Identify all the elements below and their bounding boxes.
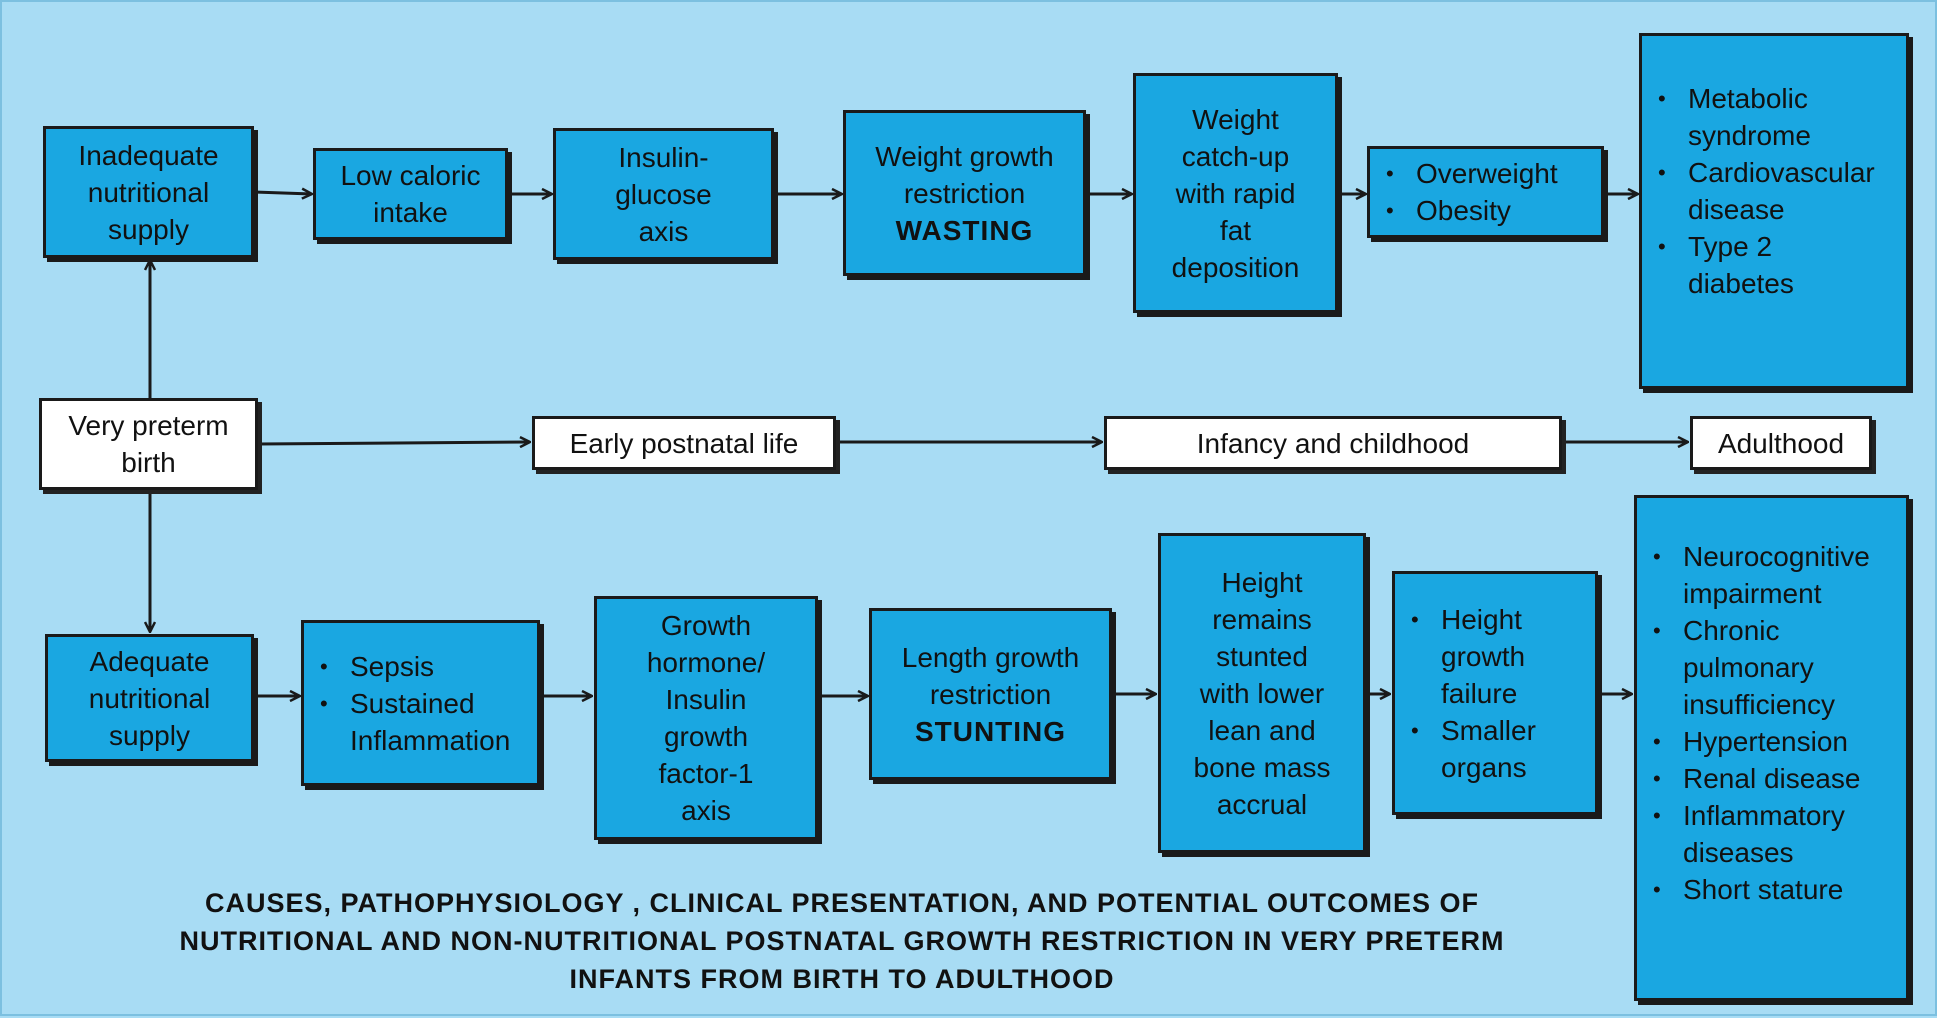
height-failure-item: Height growth failure: [1405, 601, 1536, 712]
box-adulthood: Adulthood: [1690, 416, 1872, 470]
box-weight-catchup: Weight catch-up with rapid fat depositio…: [1133, 73, 1338, 313]
arrow-preterm-to-early: [257, 442, 530, 444]
box-insulin-glucose-axis: Insulin- glucose axis: [553, 128, 774, 260]
box-early-postnatal-life: Early postnatal life: [532, 416, 836, 470]
type2-diabetes-item: Type 2 diabetes: [1652, 228, 1875, 302]
arrow-inadequate-to-caloric: [253, 192, 312, 194]
box-infancy-childhood: Infancy and childhood: [1104, 416, 1562, 470]
height-failure-list: Height growth failure Smaller organs: [1405, 601, 1536, 786]
short-stature-item: Short stature: [1647, 871, 1870, 908]
cardiovascular-item: Cardiovascular disease: [1652, 154, 1875, 228]
stunting-label: STUNTING: [914, 715, 1067, 747]
neurocognitive-item: Neurocognitive impairment: [1647, 538, 1870, 612]
length-restriction-text: Length growth restriction: [901, 641, 1080, 710]
obesity-item: Obesity: [1380, 192, 1558, 229]
pulmonary-item: Chronic pulmonary insufficiency: [1647, 612, 1870, 723]
insulin-glucose-text: Insulin- glucose axis: [615, 141, 712, 247]
box-sepsis-inflammation: Sepsis Sustained Inflammation: [301, 620, 540, 786]
adulthood-text: Adulthood: [1717, 427, 1845, 459]
very-preterm-text: Very preterm birth: [68, 410, 229, 478]
weight-restriction-text: Weight growth restriction: [875, 140, 1054, 209]
box-low-caloric-intake: Low caloric intake: [313, 148, 508, 240]
gh-axis-text: Growth hormone/ Insulin growth factor-1 …: [646, 610, 766, 826]
smaller-organs-item: Smaller organs: [1405, 712, 1536, 786]
wasting-label: WASTING: [895, 214, 1034, 246]
inflammation-item: Sustained Inflammation: [314, 685, 510, 759]
early-postnatal-text: Early postnatal life: [569, 427, 799, 459]
infancy-text: Infancy and childhood: [1196, 427, 1470, 459]
sepsis-list: Sepsis Sustained Inflammation: [314, 648, 510, 759]
box-length-growth-restriction: Length growth restriction STUNTING: [869, 608, 1112, 780]
overweight-list: Overweight Obesity: [1380, 155, 1558, 229]
box-height-failure-organs: Height growth failure Smaller organs: [1392, 571, 1598, 815]
box-very-preterm-birth: Very preterm birth: [39, 398, 258, 490]
box-adult-metabolic-outcomes: Metabolic syndrome Cardiovascular diseas…: [1639, 33, 1909, 389]
box-adult-chronic-outcomes: Neurocognitive impairment Chronic pulmon…: [1634, 495, 1909, 1001]
chronic-outcomes-list: Neurocognitive impairment Chronic pulmon…: [1647, 538, 1870, 908]
adequate-supply-text: Adequate nutritional supply: [88, 645, 211, 751]
weight-catchup-text: Weight catch-up with rapid fat depositio…: [1171, 103, 1300, 283]
box-adequate-supply: Adequate nutritional supply: [45, 634, 254, 762]
inflammatory-item: Inflammatory diseases: [1647, 797, 1870, 871]
metabolic-syndrome-item: Metabolic syndrome: [1652, 80, 1875, 154]
box-weight-growth-restriction: Weight growth restriction WASTING: [843, 110, 1086, 276]
box-inadequate-supply: Inadequate nutritional supply: [43, 126, 254, 258]
renal-disease-item: Renal disease: [1647, 760, 1870, 797]
overweight-item: Overweight: [1380, 155, 1558, 192]
box-height-stunted: Height remains stunted with lower lean a…: [1158, 533, 1366, 853]
inadequate-supply-text: Inadequate nutritional supply: [78, 139, 219, 245]
metabolic-outcomes-list: Metabolic syndrome Cardiovascular diseas…: [1652, 80, 1875, 302]
box-overweight-obesity: Overweight Obesity: [1367, 146, 1604, 238]
height-stunted-text: Height remains stunted with lower lean a…: [1193, 566, 1331, 820]
figure-caption: CAUSES, PATHOPHYSIOLOGY , CLINICAL PRESE…: [179, 888, 1505, 994]
low-caloric-text: Low caloric intake: [340, 160, 481, 228]
hypertension-item: Hypertension: [1647, 723, 1870, 760]
sepsis-item: Sepsis: [314, 648, 510, 685]
box-gh-igf1-axis: Growth hormone/ Insulin growth factor-1 …: [594, 596, 818, 840]
